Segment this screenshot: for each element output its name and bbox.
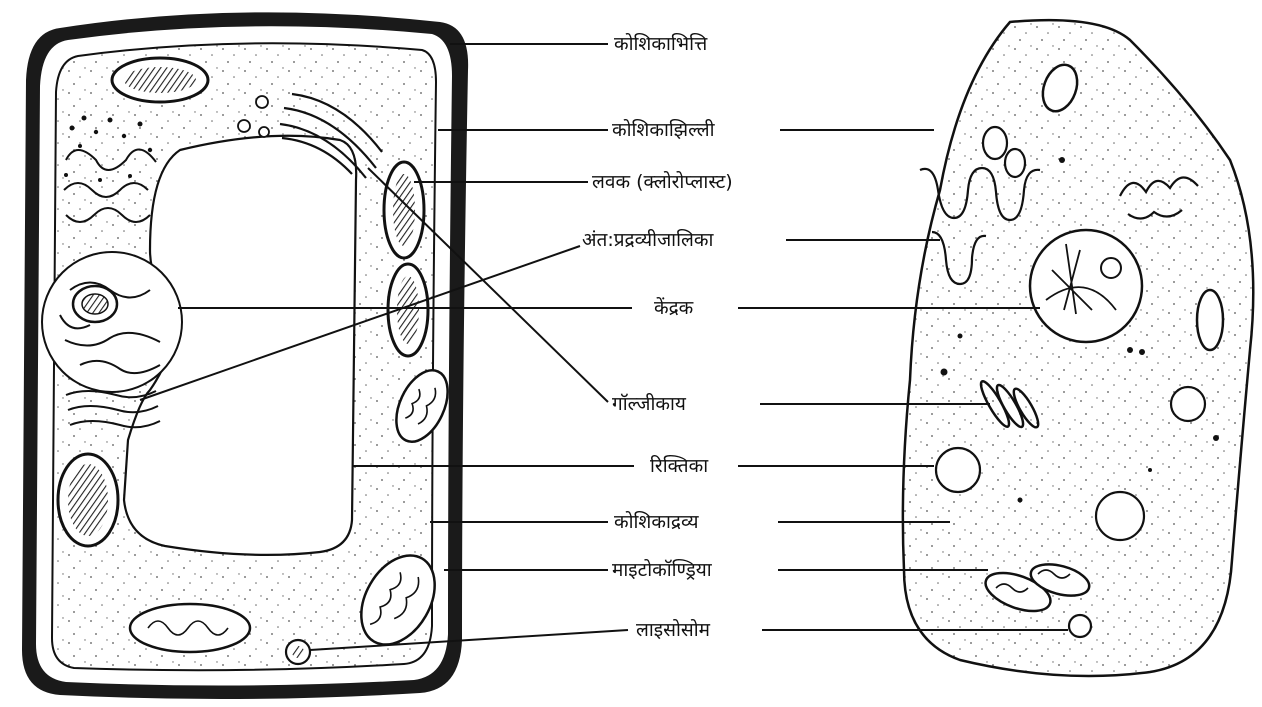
chloroplast bbox=[112, 58, 208, 102]
chloroplast bbox=[388, 264, 428, 356]
plant-cell bbox=[22, 12, 468, 699]
label-golgi-body: गॉल्जीकाय bbox=[612, 392, 686, 416]
animal-cell bbox=[903, 20, 1253, 676]
label-nucleus: केंद्रक bbox=[654, 296, 693, 320]
label-cytoplasm: कोशिकाद्रव्य bbox=[614, 510, 698, 534]
chloroplast bbox=[58, 454, 118, 546]
label-vacuole: रिक्तिका bbox=[650, 454, 708, 478]
label-endoplasmic-reticulum: अंत:प्रद्रव्यीजालिका bbox=[582, 228, 713, 252]
label-cell-membrane: कोशिकाझिल्ली bbox=[612, 118, 715, 142]
label-plastid: लवक (क्लोरोप्लास्ट) bbox=[592, 170, 733, 194]
plant-lysosome bbox=[286, 640, 310, 664]
chloroplast bbox=[384, 162, 424, 258]
plant-nucleus bbox=[42, 252, 182, 392]
animal-lysosome bbox=[1069, 615, 1091, 637]
label-cell-wall: कोशिकाभित्ति bbox=[614, 32, 707, 56]
label-mitochondria: माइटोकॉण्ड्रिया bbox=[612, 558, 712, 582]
label-lysosome: लाइसोसोम bbox=[636, 618, 710, 642]
animal-nucleus bbox=[1030, 230, 1142, 342]
